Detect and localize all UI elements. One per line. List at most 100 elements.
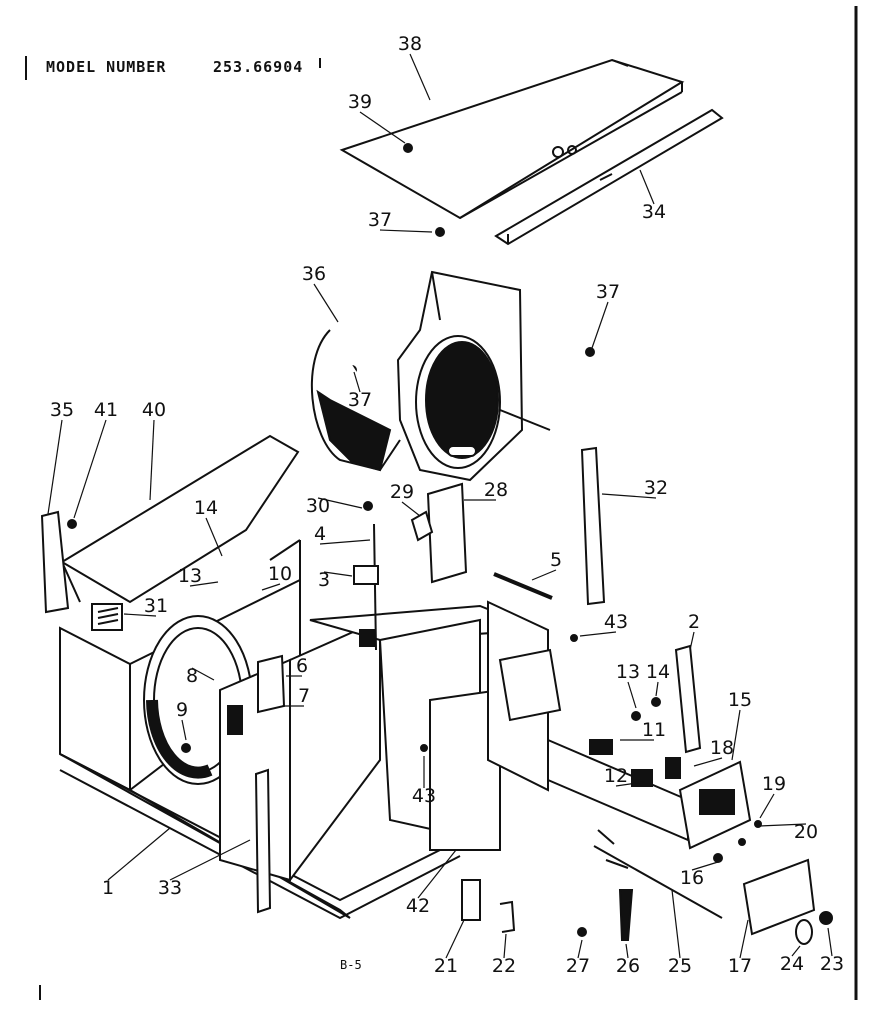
screw-37-a [435, 227, 445, 237]
callout-7: 7 [298, 685, 310, 707]
callout-40: 40 [142, 399, 166, 421]
callout-leader-18 [693, 757, 723, 767]
harness-25 [593, 845, 723, 919]
callout-leader-23 [827, 927, 833, 957]
callout-26: 26 [616, 955, 640, 977]
callout-leader-37 [353, 371, 361, 393]
callout-leader-38 [409, 53, 431, 101]
top-cover-panel [339, 58, 685, 220]
callout-leader-14 [655, 681, 659, 697]
part-22 [499, 900, 516, 933]
callout-leader-20 [759, 823, 807, 827]
rod-4 [373, 523, 377, 651]
cabinet-top-panel [60, 434, 300, 604]
callout-leader-24 [791, 945, 801, 957]
callout-25: 25 [668, 955, 692, 977]
callout-16: 16 [680, 867, 704, 889]
callout-leader-37 [379, 229, 433, 233]
callout-9: 9 [176, 699, 188, 721]
callout-leader-42 [417, 849, 457, 899]
callout-leader-13 [189, 581, 219, 587]
callout-leader-9 [181, 719, 187, 741]
callout-leader-37 [591, 301, 609, 349]
callout-37: 37 [348, 389, 372, 411]
callout-14: 14 [646, 661, 670, 683]
callout-leader-33 [169, 839, 251, 881]
callout-leader-25 [671, 889, 681, 959]
callout-23: 23 [820, 953, 844, 975]
side-bracket [40, 510, 70, 614]
callout-36: 36 [302, 263, 326, 285]
screw-37-b [585, 347, 595, 357]
callout-37: 37 [596, 281, 620, 303]
screw-43-b [420, 744, 428, 752]
callout-leader-35 [47, 419, 63, 515]
callout-leader-17 [739, 919, 749, 959]
bracket-6 [257, 654, 286, 714]
callout-leader-3 [323, 571, 353, 577]
callout-leader-26 [625, 943, 629, 959]
callout-19: 19 [762, 773, 786, 795]
callout-42: 42 [406, 895, 430, 917]
callout-leader-1 [107, 827, 171, 881]
callout-4: 4 [314, 523, 326, 545]
callout-28: 28 [484, 479, 508, 501]
callout-leader-2 [689, 631, 695, 651]
center-partition [219, 600, 562, 883]
callout-29: 29 [390, 481, 414, 503]
callout-leader-13 [627, 681, 637, 709]
callout-leader-5 [531, 569, 557, 581]
callout-1: 1 [102, 877, 114, 899]
corner-post [254, 768, 272, 914]
knob-24 [795, 919, 813, 945]
callout-leader-27 [577, 939, 583, 959]
model-number-value: 253.66904 [213, 58, 304, 76]
callout-11: 11 [642, 719, 666, 741]
screw-30 [363, 501, 373, 511]
callout-5: 5 [550, 549, 562, 571]
screw-27 [577, 927, 587, 937]
callout-14: 14 [194, 497, 218, 519]
callout-18: 18 [710, 737, 734, 759]
callout-37: 37 [368, 209, 392, 231]
callout-33: 33 [158, 877, 182, 899]
callout-8: 8 [186, 665, 198, 687]
callout-2: 2 [688, 611, 700, 633]
callout-31: 31 [144, 595, 168, 617]
callout-leader-16 [691, 861, 719, 871]
side-rail [494, 108, 724, 246]
control-box [547, 644, 762, 863]
part-28 [426, 482, 468, 584]
callout-leader-12 [615, 781, 645, 787]
screw-9 [181, 743, 191, 753]
callout-leader-30 [317, 497, 363, 509]
part-21 [461, 879, 481, 921]
callout-leader-43 [579, 631, 617, 637]
callout-13: 13 [616, 661, 640, 683]
screw-39 [403, 143, 413, 153]
control-panel-17 [742, 858, 816, 936]
callout-leader-21 [445, 919, 465, 959]
callout-leader-4 [319, 539, 371, 545]
callout-leader-41 [73, 419, 107, 519]
part-29 [410, 510, 434, 542]
callout-43: 43 [604, 611, 628, 633]
blower-scroll [310, 270, 551, 482]
vertical-post [580, 446, 606, 606]
callout-30: 30 [306, 495, 330, 517]
callout-17: 17 [728, 955, 752, 977]
callout-35: 35 [50, 399, 74, 421]
callout-10: 10 [268, 563, 292, 585]
callout-34: 34 [642, 201, 666, 223]
callout-leader-39 [359, 111, 406, 144]
callout-leader-40 [149, 419, 155, 501]
callout-3: 3 [318, 569, 330, 591]
callout-21: 21 [434, 955, 458, 977]
clip-3 [353, 565, 379, 585]
callout-leader-8 [191, 667, 215, 681]
callout-38: 38 [398, 33, 422, 55]
callout-39: 39 [348, 91, 372, 113]
callout-12: 12 [604, 765, 628, 787]
